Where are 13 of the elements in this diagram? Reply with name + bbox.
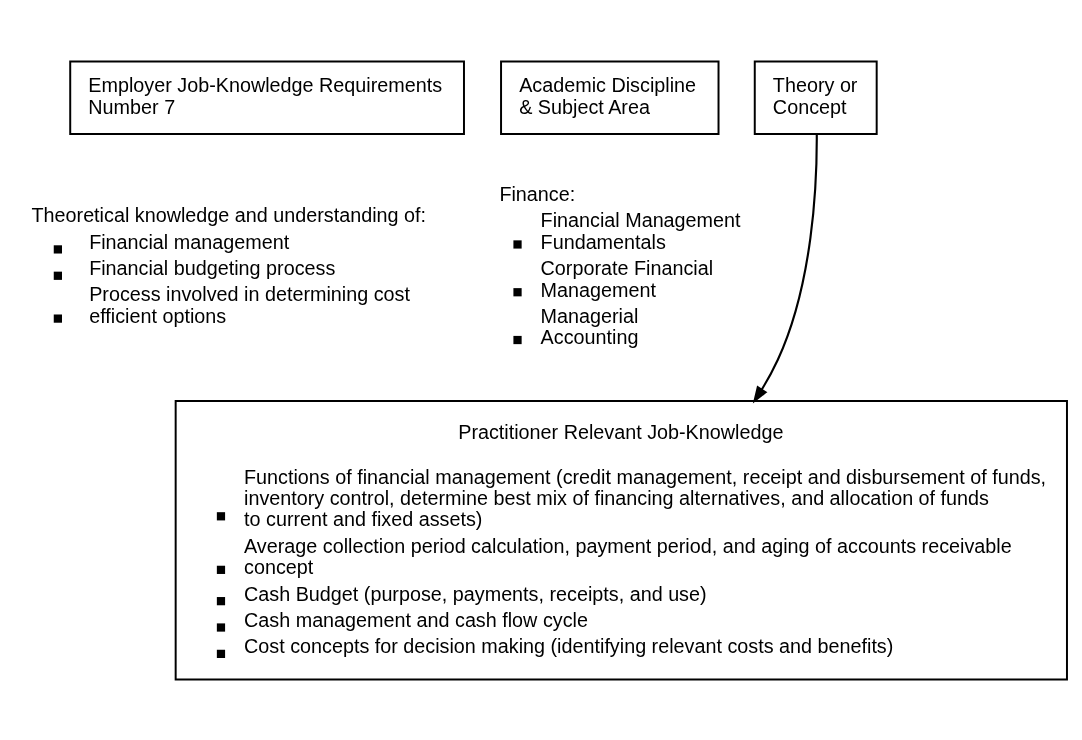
node-box: Employer Job-Knowledge Requirements Number 7 xyxy=(69,60,465,135)
node-label: Financial Management Fundamentals xyxy=(540,208,741,253)
node-label: Finance: xyxy=(499,182,576,205)
node-box: Theory or Concept xyxy=(753,60,878,135)
node-label: Managerial Accounting xyxy=(540,304,639,348)
node-label: Financial budgeting process xyxy=(89,256,336,279)
arrow xyxy=(752,133,818,404)
node-box: Practitioner Relevant Job-Knowledge Functions of financial management (credit management, receipt and disbursement of funds, inventory control, determine best mix of financing alternatives, and allocation of funds to current and fixed assets) Average collection period calculation, payment period, and aging of accounts receivable concept Cash Budget (purpose, payments, receipts, and use) Cash management and cash flow cycle Cost concepts for decision making (identifying relevant costs and benefits) xyxy=(174,399,1068,680)
node-box: Academic Discipline & Subject Area xyxy=(500,60,720,135)
node-label: Corporate Financial Management xyxy=(540,256,714,301)
node-label: Theoretical knowledge and understanding of: xyxy=(31,203,426,226)
node-label: Financial management xyxy=(89,230,290,253)
node-label: Process involved in determining cost efficient options xyxy=(89,282,410,327)
